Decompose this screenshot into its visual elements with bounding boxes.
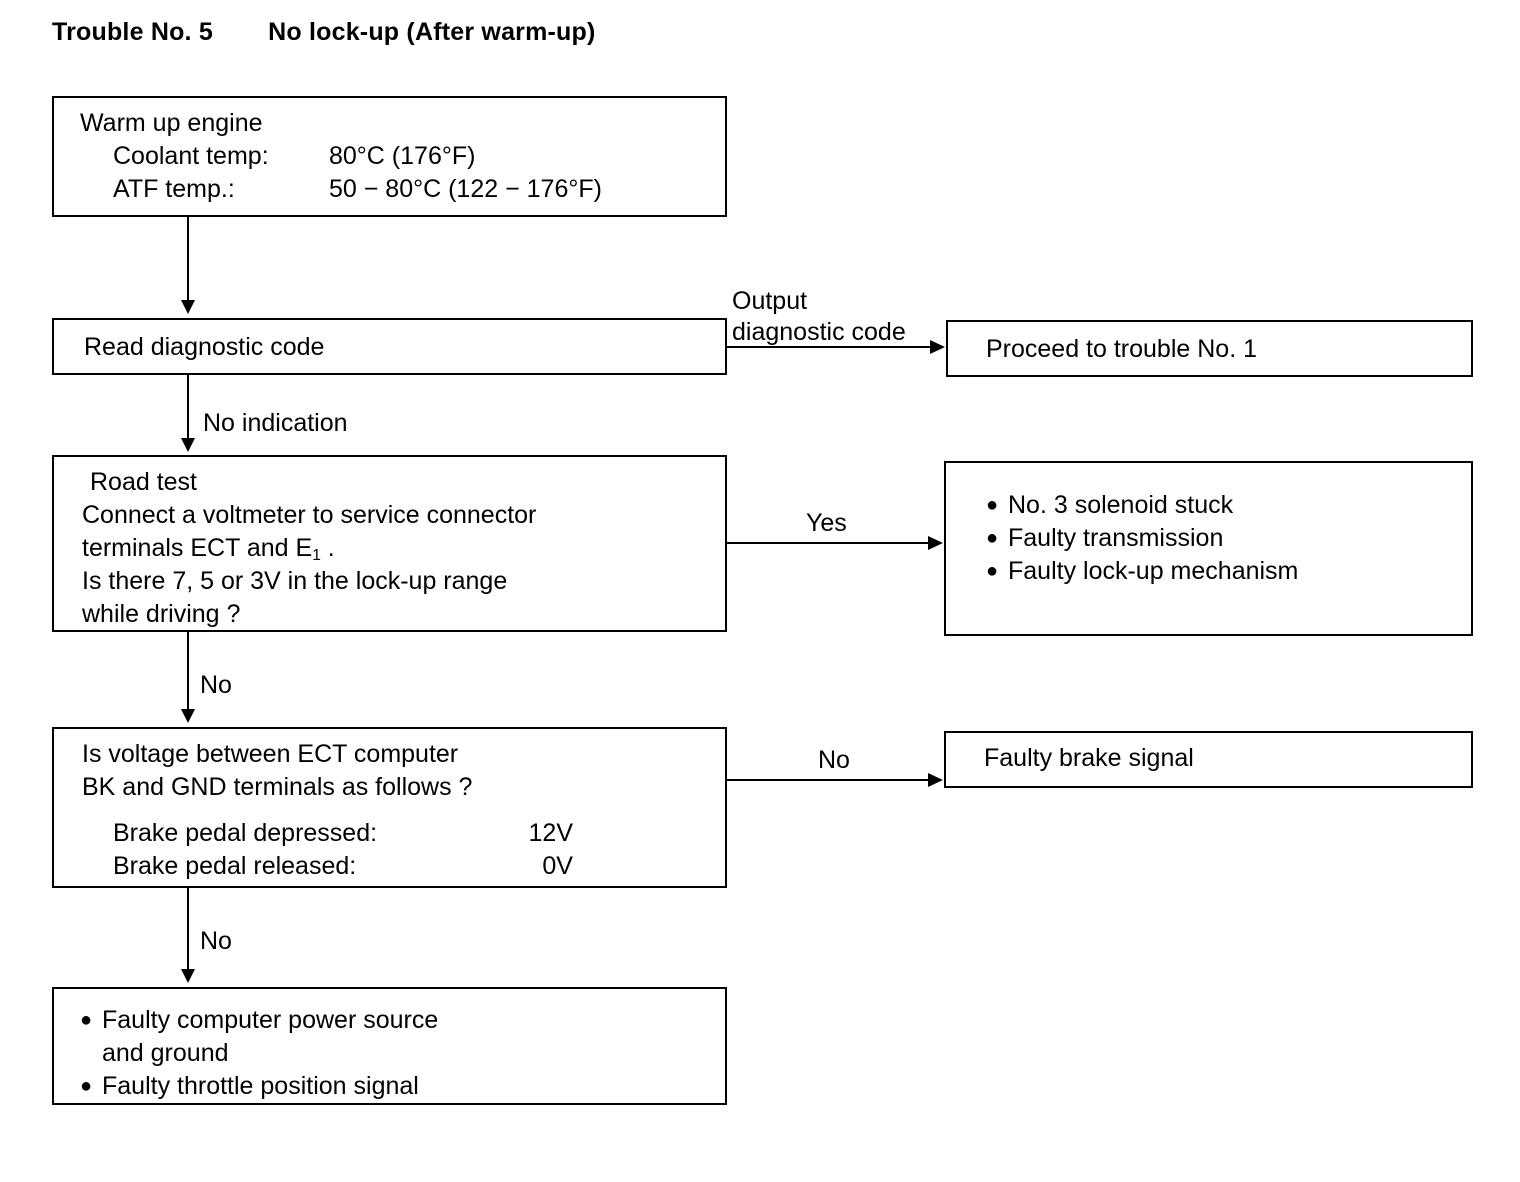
- road-test-terminals-pre: terminals ECT and E: [82, 534, 313, 562]
- solenoid-fault-item-1: No. 3 solenoid stuck: [1008, 491, 1234, 519]
- node-proceed-to-trouble-1: Proceed to trouble No. 1: [946, 320, 1473, 377]
- connector-roadtest-to-solenoid: [727, 542, 928, 544]
- connector-readcode-to-trouble1: [727, 346, 930, 348]
- page-title: Trouble No. 5 No lock-up (After warm-up): [52, 18, 596, 47]
- warm-up-row-atf: ATF temp.: 50 − 80°C (122 − 176°F): [113, 173, 659, 206]
- node-faulty-brake-signal: Faulty brake signal: [944, 731, 1473, 788]
- voltage-check-line2: BK and GND terminals as follows ?: [82, 773, 473, 801]
- list-item: ● Faulty computer power source and groun…: [80, 1004, 438, 1070]
- arrow-warmup-to-readcode: [181, 300, 195, 314]
- edge-label-voltage-no-right: No: [818, 746, 850, 774]
- trouble-title-label: No lock-up (After warm-up): [268, 18, 596, 46]
- read-code-text: Read diagnostic code: [84, 333, 325, 361]
- node-solenoid-faults: ● No. 3 solenoid stuck ● Faulty transmis…: [944, 461, 1473, 636]
- connector-readcode-to-roadtest: [187, 375, 189, 441]
- bullet-icon: ●: [986, 494, 999, 516]
- list-item: ● Faulty throttle position signal: [80, 1070, 438, 1103]
- solenoid-fault-item-2: Faulty transmission: [1008, 524, 1224, 552]
- edge-label-voltage-no-down: No: [200, 927, 232, 955]
- power-fault-item-1-line1: Faulty computer power source: [102, 1006, 439, 1034]
- trouble-number-label: Trouble No. 5: [52, 18, 213, 46]
- list-item: ● Faulty transmission: [986, 522, 1298, 555]
- atf-temp-label: ATF temp.:: [113, 175, 235, 203]
- road-test-line1: Road test: [90, 468, 198, 496]
- road-test-terminals-post: .: [320, 534, 335, 562]
- brake-released-label: Brake pedal released:: [113, 852, 357, 880]
- atf-temp-value: 50 − 80°C (122 − 176°F): [329, 175, 602, 203]
- node-read-diagnostic-code: Read diagnostic code: [52, 318, 727, 375]
- brake-depressed-value: 12V: [528, 819, 573, 847]
- edge-label-road-test-yes: Yes: [806, 509, 847, 537]
- bullet-icon: ●: [80, 1075, 93, 1097]
- faulty-brake-signal-text: Faulty brake signal: [984, 744, 1194, 772]
- edge-label-no-indication: No indication: [203, 409, 348, 437]
- proceed-trouble-1-text: Proceed to trouble No. 1: [986, 335, 1257, 363]
- arrow-voltage-to-brakesignal: [928, 773, 943, 787]
- arrow-voltage-to-powerfaults: [181, 969, 195, 983]
- road-test-line3: terminals ECT and E1 .: [82, 532, 335, 568]
- edge-label-output-diagnostic-code: Output diagnostic code: [732, 286, 906, 348]
- node-power-faults: ● Faulty computer power source and groun…: [52, 987, 727, 1105]
- arrow-readcode-to-trouble1: [930, 340, 945, 354]
- road-test-line4: Is there 7, 5 or 3V in the lock-up range: [82, 567, 508, 595]
- connector-warmup-to-readcode: [187, 217, 189, 303]
- connector-voltage-to-powerfaults: [187, 888, 189, 972]
- voltage-row-released: Brake pedal released: 0V: [113, 850, 573, 883]
- coolant-temp-value: 80°C (176°F): [329, 142, 476, 170]
- output-code-line2: diagnostic code: [732, 318, 906, 346]
- list-item: ● Faulty lock-up mechanism: [986, 555, 1298, 588]
- power-fault-item-2-line1: Faulty throttle position signal: [102, 1072, 419, 1100]
- node-warm-up-engine: Warm up engine Coolant temp: 80°C (176°F…: [52, 96, 727, 217]
- coolant-temp-label: Coolant temp:: [113, 142, 269, 170]
- solenoid-fault-item-3: Faulty lock-up mechanism: [1008, 557, 1299, 585]
- road-test-line2: Connect a voltmeter to service connector: [82, 501, 537, 529]
- solenoid-faults-list: ● No. 3 solenoid stuck ● Faulty transmis…: [986, 489, 1298, 588]
- connector-roadtest-to-voltage: [187, 632, 189, 712]
- warm-up-title: Warm up engine: [80, 109, 263, 137]
- voltage-check-line1: Is voltage between ECT computer: [82, 740, 459, 768]
- bullet-icon: ●: [80, 1009, 93, 1031]
- node-voltage-check: Is voltage between ECT computer BK and G…: [52, 727, 727, 888]
- bullet-icon: ●: [986, 527, 999, 549]
- arrow-roadtest-to-solenoid: [928, 536, 943, 550]
- brake-depressed-label: Brake pedal depressed:: [113, 819, 378, 847]
- power-fault-item-1-line2: and ground: [102, 1039, 229, 1067]
- bullet-icon: ●: [986, 560, 999, 582]
- node-road-test: Road test Connect a voltmeter to service…: [52, 455, 727, 632]
- warm-up-row-coolant: Coolant temp: 80°C (176°F): [113, 140, 659, 173]
- voltage-row-depressed: Brake pedal depressed: 12V: [113, 817, 573, 850]
- edge-label-road-test-no: No: [200, 671, 232, 699]
- arrow-readcode-to-roadtest: [181, 438, 195, 452]
- road-test-terminal-subscript: 1: [312, 547, 321, 564]
- brake-released-value: 0V: [542, 852, 573, 880]
- connector-voltage-to-brakesignal: [727, 779, 928, 781]
- road-test-line5: while driving ?: [82, 600, 241, 628]
- power-faults-list: ● Faulty computer power source and groun…: [80, 1004, 438, 1103]
- output-code-line1: Output: [732, 287, 808, 315]
- arrow-roadtest-to-voltage: [181, 709, 195, 723]
- list-item: ● No. 3 solenoid stuck: [986, 489, 1298, 522]
